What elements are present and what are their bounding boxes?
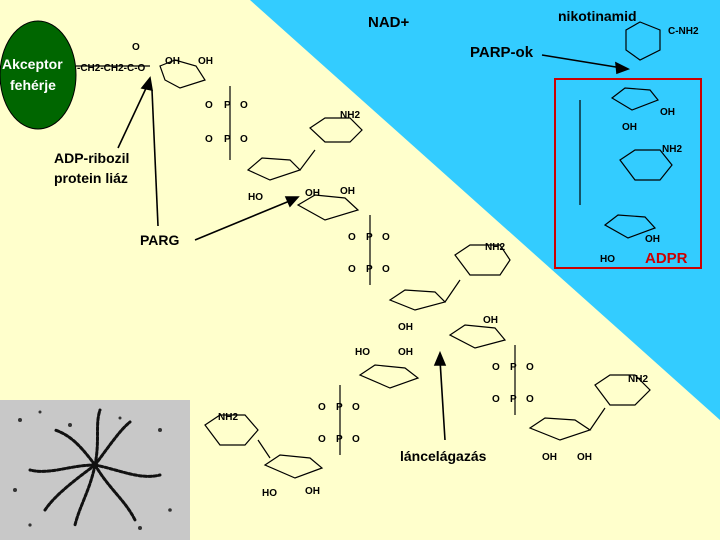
ho-label: HO xyxy=(600,254,615,265)
p-label: P xyxy=(366,232,373,243)
blue-corner-background xyxy=(250,0,720,420)
polymer-skeleton xyxy=(76,21,673,479)
p-label: P xyxy=(510,394,517,405)
o-minus-label: O xyxy=(492,362,500,373)
p-label: P xyxy=(336,402,343,413)
conh2-label: C-NH2 xyxy=(668,26,699,37)
p-label: P xyxy=(224,134,231,145)
oh-label: OH xyxy=(483,315,498,326)
o-label: O xyxy=(382,264,390,275)
oh-label: OH xyxy=(577,452,592,463)
o-label: O xyxy=(352,402,360,413)
oh-label: OH xyxy=(305,188,320,199)
o-minus-label: O xyxy=(318,434,326,445)
o-minus-label: O xyxy=(205,134,213,145)
linker-text: -CH2-CH2-C-O xyxy=(77,63,146,74)
oh-label: OH xyxy=(542,452,557,463)
o-label: O xyxy=(526,394,534,405)
o-minus-label: O xyxy=(205,100,213,111)
o-minus-label: O xyxy=(492,394,500,405)
oh-label: OH xyxy=(622,122,637,133)
o-label: O xyxy=(526,362,534,373)
lancelagazas-label: láncelágazás xyxy=(400,448,487,464)
oh-label: OH xyxy=(305,486,320,497)
nh2-label: NH2 xyxy=(628,374,648,385)
oh-label: OH xyxy=(198,56,213,67)
adpr-box xyxy=(554,78,702,269)
p-label: P xyxy=(510,362,517,373)
o-label: O xyxy=(382,232,390,243)
oh-label: OH xyxy=(660,107,675,118)
o-minus-label: O xyxy=(348,232,356,243)
adp-ribozil-label-line2: protein liáz xyxy=(54,170,128,186)
nh2-label: NH2 xyxy=(218,412,238,423)
adpr-label: ADPR xyxy=(645,250,688,267)
nh2-label: NH2 xyxy=(662,144,682,155)
o-label: O xyxy=(240,100,248,111)
p-label: P xyxy=(336,434,343,445)
o-label: O xyxy=(240,134,248,145)
parp-label: PARP-ok xyxy=(470,44,534,61)
nh2-label: NH2 xyxy=(485,242,505,253)
adp-ribozil-label-line1: ADP-ribozil xyxy=(54,150,130,166)
p-label: P xyxy=(224,100,231,111)
oh-label: OH xyxy=(165,56,180,67)
ho-label: HO xyxy=(262,488,277,499)
o-label: O xyxy=(352,434,360,445)
oh-label: OH xyxy=(645,234,660,245)
oh-label: OH xyxy=(398,347,413,358)
arrows xyxy=(117,54,631,441)
nikotinamid-label: nikotinamid xyxy=(558,8,637,24)
ho-label: HO xyxy=(355,347,370,358)
acceptor-protein xyxy=(0,20,77,130)
p-label: P xyxy=(366,264,373,275)
o-minus-label: O xyxy=(348,264,356,275)
oh-label: OH xyxy=(398,322,413,333)
nad-label: NAD+ xyxy=(368,14,410,31)
electron-micrograph xyxy=(0,400,190,540)
o-minus-label: O xyxy=(318,402,326,413)
ho-label: HO xyxy=(248,192,263,203)
acceptor-label-line2: fehérje xyxy=(10,77,56,93)
parg-label: PARG xyxy=(140,232,180,248)
carbonyl-o: O xyxy=(132,42,140,53)
oh-label: OH xyxy=(340,186,355,197)
nh2-label: NH2 xyxy=(340,110,360,121)
acceptor-label-line1: Akceptor xyxy=(2,56,63,72)
